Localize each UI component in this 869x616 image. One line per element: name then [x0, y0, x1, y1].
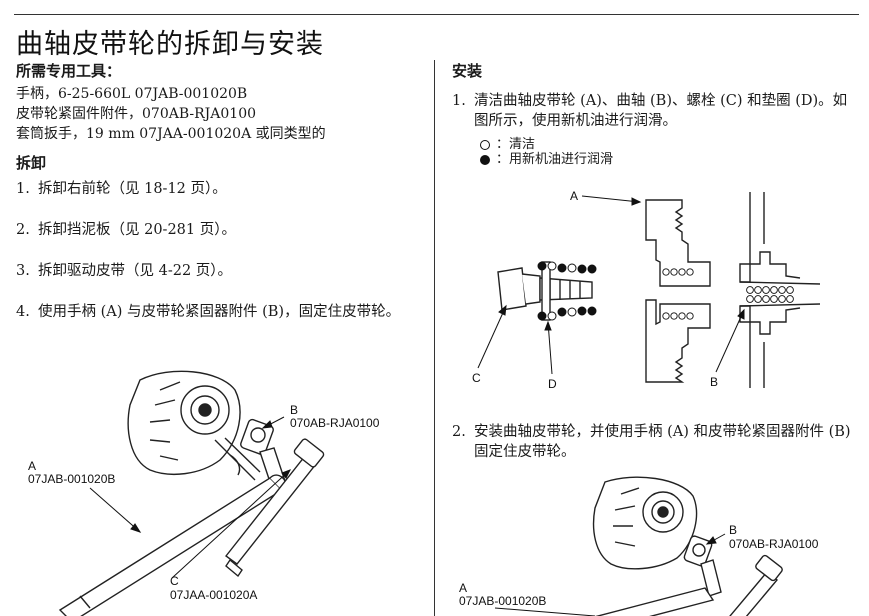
label-c: C — [170, 574, 179, 588]
step-text: 拆卸右前轮（见 18-12 页）。 — [38, 181, 227, 197]
legend-clean: ：清洁 — [480, 137, 852, 152]
fig1-label-c: C — [472, 371, 481, 385]
step-number: 2. — [16, 222, 30, 238]
legend-clean-label: ：清洁 — [496, 137, 536, 152]
engine-pulley-illustration — [592, 476, 698, 570]
pulley-holder-attachment — [683, 535, 722, 597]
pulley-section-illustration — [645, 199, 711, 383]
socket-wrench-tool — [729, 554, 783, 616]
removal-figure: B 070AB-RJA0100 A 07JAB-001020B C 07JAA-… — [28, 370, 380, 616]
part-number-c: 07JAA-001020A — [170, 588, 257, 602]
fig2-label-b: B — [729, 523, 737, 537]
socket-wrench-tool — [224, 438, 325, 578]
filled-circle-icon — [480, 154, 490, 165]
step-number: 1. — [452, 93, 466, 109]
left-column: 所需专用工具： 手柄，6-25-660L 07JAB-001020B 皮带轮紧固… — [16, 60, 421, 343]
removal-step-4: 4. 使用手柄 (A) 与皮带轮紧固器附件 (B)，固定住皮带轮。 — [16, 302, 421, 322]
step-text: 清洁曲轴皮带轮 (A)、曲轴 (B)、螺栓 (C) 和垫圈 (D)。如图所示，使… — [474, 93, 848, 129]
column-divider — [434, 60, 435, 616]
page-title: 曲轴皮带轮的拆卸与安装 — [16, 29, 324, 60]
part-number-b: 070AB-RJA0100 — [290, 416, 380, 430]
fig1-label-d: D — [548, 377, 557, 391]
tools-heading: 所需专用工具： — [16, 62, 122, 80]
step-text: 安装曲轴皮带轮，并使用手柄 (A) 和皮带轮紧固器附件 (B) 固定住皮带轮。 — [474, 424, 851, 460]
step-number: 3. — [16, 263, 30, 279]
removal-step-2: 2. 拆卸挡泥板（见 20-281 页）。 — [16, 220, 421, 240]
lubrication-legend: ：清洁 ：用新机油进行润滑 — [480, 137, 852, 167]
tool-item-socket-wrench: 套筒扳手，19 mm 07JAA-001020A 或同类型的 — [16, 126, 326, 142]
removal-step-1: 1. 拆卸右前轮（见 18-12 页）。 — [16, 179, 421, 199]
engine-pulley-illustration — [127, 370, 261, 481]
removal-heading: 拆卸 — [16, 154, 47, 172]
label-b: B — [290, 403, 298, 417]
top-rule — [14, 14, 859, 15]
fig1-label-a: A — [570, 189, 578, 203]
handle-tool — [595, 587, 715, 616]
open-circle-icon — [480, 139, 490, 150]
installation-figure: B 070AB-RJA0100 A 07JAB-001020B — [459, 476, 819, 616]
legend-oil-label: ：用新机油进行润滑 — [496, 152, 614, 167]
fig2-part-number-a: 07JAB-001020B — [459, 594, 546, 608]
crankshaft-section-illustration — [739, 192, 821, 388]
right-column: 安装 1. 清洁曲轴皮带轮 (A)、曲轴 (B)、螺栓 (C) 和垫圈 (D)。… — [452, 60, 852, 167]
crankshaft-oil-dots — [746, 286, 794, 303]
installation-heading: 安装 — [452, 62, 483, 80]
fig2-label-a: A — [459, 581, 467, 595]
legend-oil: ：用新机油进行润滑 — [480, 152, 852, 167]
part-number-a: 07JAB-001020B — [28, 472, 115, 486]
step-text: 拆卸驱动皮带（见 4-22 页）。 — [38, 263, 233, 279]
step-text: 使用手柄 (A) 与皮带轮紧固器附件 (B)，固定住皮带轮。 — [38, 304, 401, 320]
step-text: 拆卸挡泥板（见 20-281 页）。 — [38, 222, 236, 238]
label-a: A — [28, 459, 36, 473]
step-number: 2. — [452, 424, 466, 440]
tool-item-handle: 手柄，6-25-660L 07JAB-001020B — [16, 86, 248, 102]
step-number: 1. — [16, 181, 30, 197]
step-number: 4. — [16, 304, 30, 320]
fig2-part-number-b: 070AB-RJA0100 — [729, 537, 819, 551]
lubrication-figure: A C D B — [472, 189, 821, 391]
pulley-oil-dots — [662, 268, 694, 320]
washer-illustration — [541, 261, 551, 321]
removal-step-3: 3. 拆卸驱动皮带（见 4-22 页）。 — [16, 261, 421, 281]
fig1-label-b: B — [710, 375, 718, 389]
installation-step-1: 1. 清洁曲轴皮带轮 (A)、曲轴 (B)、螺栓 (C) 和垫圈 (D)。如图所… — [452, 91, 852, 131]
bolt-oil-dots — [537, 261, 597, 321]
installation-step-2: 2. 安装曲轴皮带轮，并使用手柄 (A) 和皮带轮紧固器附件 (B) 固定住皮带… — [452, 422, 852, 462]
tool-item-pulley-holder: 皮带轮紧固件附件，070AB-RJA0100 — [16, 106, 257, 122]
